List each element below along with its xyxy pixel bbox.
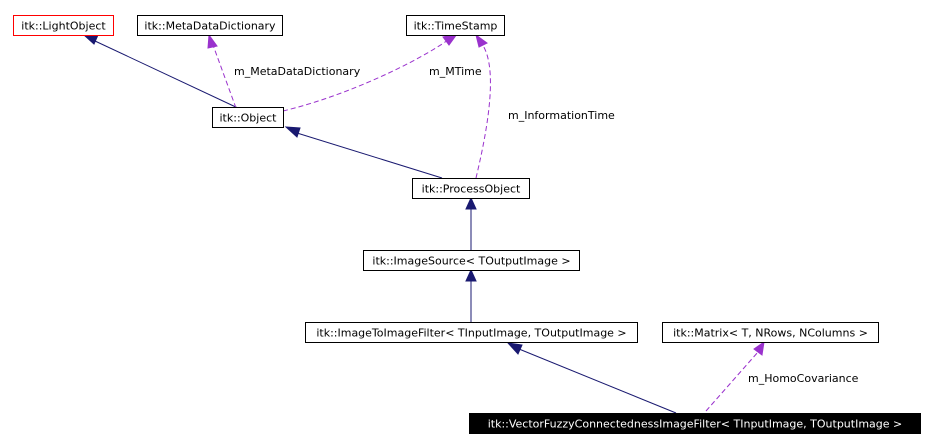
node-process-object[interactable]: itk::ProcessObject [412, 178, 530, 199]
nodes: itk::LightObject itk::MetaDataDictionary… [13, 15, 921, 434]
node-metadata-dictionary[interactable]: itk::MetaDataDictionary [137, 15, 283, 36]
node-light-object[interactable]: itk::LightObject [13, 15, 114, 36]
edges: m_MetaDataDictionary m_MTime m_Informati… [82, 33, 859, 414]
edge-object-to-metadatadictionary [212, 44, 237, 109]
node-label-metadata-dictionary: itk::MetaDataDictionary [144, 20, 276, 33]
node-object[interactable]: itk::Object [212, 107, 284, 128]
node-label-vector-fuzzy-connectedness-filter: itk::VectorFuzzyConnectednessImageFilter… [488, 418, 903, 431]
node-label-image-source: itk::ImageSource< TOutputImage > [372, 255, 570, 268]
arrowhead-imagesource [465, 268, 477, 282]
node-label-process-object: itk::ProcessObject [422, 183, 521, 196]
node-label-light-object: itk::LightObject [21, 20, 106, 33]
node-label-time-stamp: itk::TimeStamp [414, 20, 498, 33]
edge-label-information-time: m_InformationTime [508, 109, 615, 122]
node-image-to-image-filter[interactable]: itk::ImageToImageFilter< TInputImage, TO… [305, 322, 638, 343]
edge-label-metadata-dictionary: m_MetaDataDictionary [234, 65, 361, 78]
edge-label-mtime: m_MTime [429, 65, 482, 78]
edge-vectorfuzzy-to-matrix [705, 351, 759, 412]
edge-object-to-timestamp [282, 39, 449, 112]
node-matrix[interactable]: itk::Matrix< T, NRows, NColumns > [662, 322, 879, 343]
edge-processobject-to-object [296, 132, 443, 179]
edge-label-homo-covariance: m_HomoCovariance [748, 372, 859, 385]
edge-vectorfuzzy-to-imagetoimagefilter [518, 348, 677, 414]
arrowhead-matrix [753, 340, 765, 356]
arrowhead-metadatadictionary [207, 33, 218, 49]
arrowhead-timestamp-informationtime [475, 33, 488, 48]
node-image-source[interactable]: itk::ImageSource< TOutputImage > [363, 250, 580, 271]
node-label-image-to-image-filter: itk::ImageToImageFilter< TInputImage, TO… [316, 327, 626, 340]
node-label-object: itk::Object [220, 112, 278, 125]
node-label-matrix: itk::Matrix< T, NRows, NColumns > [673, 327, 868, 340]
edge-processobject-to-timestamp [475, 43, 491, 179]
node-time-stamp[interactable]: itk::TimeStamp [406, 15, 505, 36]
arrowhead-object [284, 126, 301, 138]
node-vector-fuzzy-connectedness-filter[interactable]: itk::VectorFuzzyConnectednessImageFilter… [469, 413, 921, 434]
edge-object-to-lightobject [94, 40, 241, 110]
arrowhead-processobject [465, 196, 477, 210]
arrowhead-lightobject [82, 34, 99, 45]
arrowhead-imagetoimagefilter [506, 342, 523, 355]
